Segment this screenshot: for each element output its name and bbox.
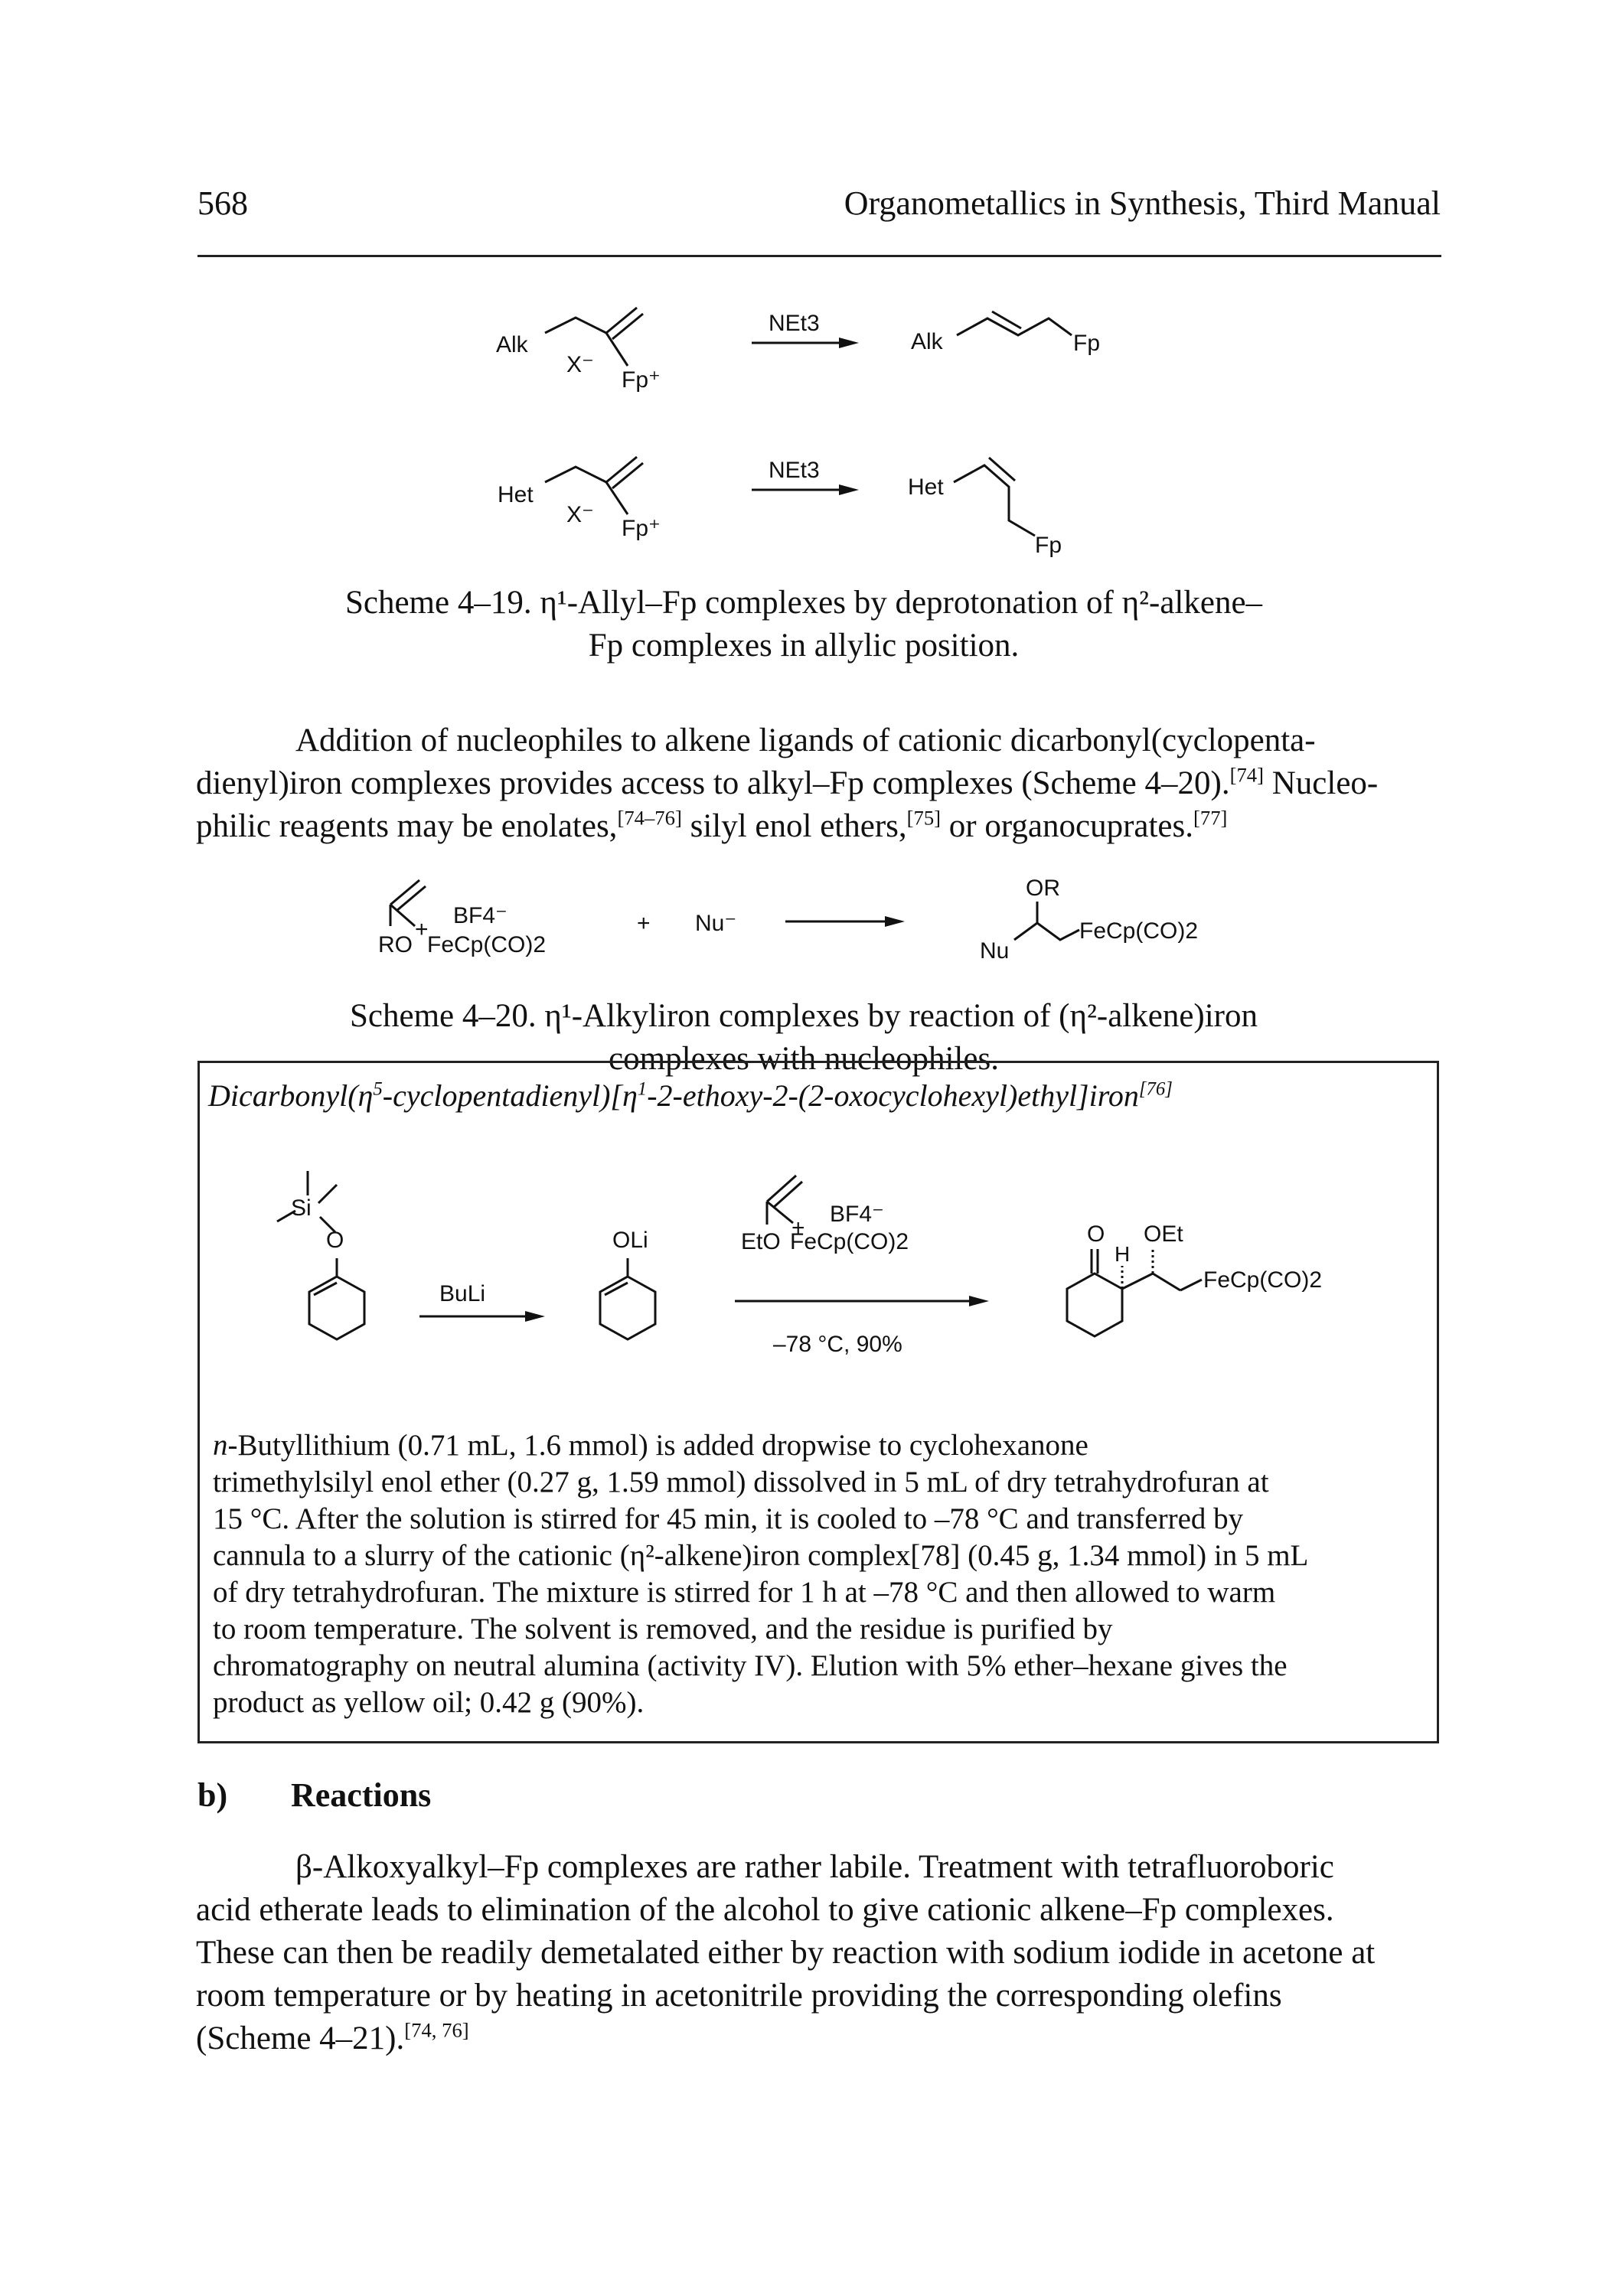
procedure-title-sup1: 1	[637, 1078, 648, 1100]
para2-line4: room temperature or by heating in aceton…	[196, 1978, 1282, 2014]
proc-plus-charge: +	[791, 1215, 805, 1241]
s19-net3-2: NEt3	[769, 458, 820, 483]
s20-plus-charge: +	[415, 917, 429, 942]
procedure-line-3: 15 °C. After the solution is stirred for…	[213, 1502, 1244, 1535]
para1-line2a: dienyl)iron complexes provides access to…	[196, 765, 1230, 801]
para1-ref74: [74]	[1229, 763, 1264, 787]
scheme-4-20-caption-line1: Scheme 4–20. η¹-Alkyliron complexes by r…	[349, 998, 1258, 1034]
running-title: Organometallics in Synthesis, Third Manu…	[844, 184, 1441, 222]
para2-line5: (Scheme 4–21).[74, 76]	[196, 2017, 1444, 2060]
s20-ro: RO	[378, 932, 413, 957]
procedure-line-1: n-Butyllithium (0.71 mL, 1.6 mmol) is ad…	[213, 1429, 1088, 1462]
para1-line3: philic reagents may be enolates,[74–76] …	[196, 805, 1444, 848]
procedure-scheme: Si O BuLi OLi EtO + BF4⁻ FeCp(CO)2 –78 °…	[276, 1171, 1322, 1357]
para1-ref75: [75]	[906, 806, 942, 830]
scheme-4-19-caption-line2: Fp complexes in allylic position.	[588, 628, 1020, 664]
s19-net3-1: NEt3	[769, 311, 820, 336]
procedure-title-sup5: 5	[373, 1078, 383, 1100]
procedure-box	[197, 1061, 1439, 1743]
proc-fecp: FeCp(CO)2	[790, 1229, 909, 1254]
para1-line3a: philic reagents may be enolates,	[196, 808, 618, 844]
s19-x1: X⁻	[566, 352, 594, 377]
procedure-line-5: of dry tetrahydrofuran. The mixture is s…	[213, 1576, 1276, 1609]
procedure-title: Dicarbonyl(η5-cyclopentadienyl)[η1-2-eth…	[208, 1078, 1173, 1114]
scheme-4-20: RO + BF4⁻ FeCp(CO)2 + Nu⁻ OR Nu FeCp(CO)…	[378, 876, 1198, 964]
s19-fp-product1: Fp	[1073, 331, 1100, 356]
paragraph-reactions: β-Alkoxyalkyl–Fp complexes are rather la…	[196, 1846, 1444, 2060]
procedure-line-8: product as yellow oil; 0.42 g (90%).	[213, 1686, 645, 1719]
s19-alk-product: Alk	[911, 329, 944, 354]
para1-line3b: silyl enol ethers,	[681, 808, 907, 844]
s19-fp2: Fp⁺	[622, 516, 661, 541]
paragraph-nucleophiles: Addition of nucleophiles to alkene ligan…	[196, 719, 1444, 848]
procedure-line-4: cannula to a slurry of the cationic (η²-…	[213, 1539, 1309, 1572]
para2-line3: These can then be readily demetalated ei…	[196, 1935, 1376, 1971]
procedure-line-6: to room temperature. The solvent is remo…	[213, 1613, 1113, 1645]
proc-eto: EtO	[741, 1229, 781, 1254]
s20-plus: +	[637, 911, 651, 936]
proc-product-oet: OEt	[1144, 1221, 1183, 1247]
procedure-title-post: -2-ethoxy-2-(2-oxocyclohexyl)ethyl]iron	[647, 1078, 1139, 1113]
procedure-title-ref76: [76]	[1138, 1078, 1173, 1100]
para1-line2b: Nucleo-	[1264, 765, 1379, 801]
scheme-4-20-caption-line2: complexes with nucleophiles.	[609, 1041, 999, 1077]
para2-line5-text: (Scheme 4–21).	[196, 2020, 405, 2056]
para1-line2: dienyl)iron complexes provides access to…	[196, 762, 1444, 805]
s19-x2: X⁻	[566, 502, 594, 527]
para2-line1: β-Alkoxyalkyl–Fp complexes are rather la…	[295, 1849, 1334, 1885]
s19-het-product: Het	[908, 475, 944, 500]
s19-het: Het	[498, 482, 534, 507]
s20-bf4: BF4⁻	[453, 903, 508, 928]
s20-nu-product: Nu	[980, 938, 1009, 964]
para2-line2: acid etherate leads to elimination of th…	[196, 1892, 1334, 1928]
procedure-title-pre: Dicarbonyl(η	[208, 1078, 374, 1113]
scheme-4-19-caption-line1: Scheme 4–19. η¹-Allyl–Fp complexes by de…	[344, 585, 1263, 621]
scheme-4-20-caption: Scheme 4–20. η¹-Alkyliron complexes by r…	[230, 995, 1378, 1081]
s19-alk: Alk	[496, 332, 529, 357]
para2-ref74-76: [74, 76]	[404, 2018, 469, 2042]
s20-nu: Nu⁻	[695, 911, 736, 936]
s19-fp-product2: Fp	[1035, 533, 1062, 558]
procedure-text: n-Butyllithium (0.71 mL, 1.6 mmol) is ad…	[213, 1427, 1416, 1721]
proc-product-fecp: FeCp(CO)2	[1203, 1267, 1322, 1293]
scheme-4-19: Alk X⁻ Fp⁺ NEt3 Alk Fp Het X⁻ Fp⁺ NEt3 H…	[496, 306, 1100, 558]
section-heading: Reactions	[291, 1776, 432, 1814]
section-label: b)	[197, 1776, 228, 1814]
proc-buli: BuLi	[439, 1281, 485, 1306]
proc-bf4: BF4⁻	[830, 1202, 884, 1227]
para1-line3c: or organocuprates.	[941, 808, 1194, 844]
proc-si: Si	[291, 1195, 312, 1221]
procedure-line-1-rest: -Butyllithium (0.71 mL, 1.6 mmol) is add…	[227, 1429, 1088, 1462]
proc-product-o: O	[1087, 1221, 1105, 1247]
s20-fecp: FeCp(CO)2	[427, 932, 546, 957]
proc-o: O	[326, 1228, 344, 1253]
page-number: 568	[197, 184, 248, 222]
procedure-line-7: chromatography on neutral alumina (activ…	[213, 1649, 1288, 1682]
proc-conditions: –78 °C, 90%	[773, 1332, 902, 1357]
para1-ref77: [77]	[1193, 806, 1228, 830]
s20-fecp-product: FeCp(CO)2	[1079, 918, 1198, 944]
scheme-4-19-caption: Scheme 4–19. η¹-Allyl–Fp complexes by de…	[230, 582, 1378, 667]
header-rule	[197, 255, 1441, 257]
procedure-line-2: trimethylsilyl enol ether (0.27 g, 1.59 …	[213, 1466, 1269, 1499]
para1-line1: Addition of nucleophiles to alkene ligan…	[295, 722, 1316, 758]
procedure-title-mid: -cyclopentadienyl)[η	[382, 1078, 638, 1113]
proc-product-h: H	[1115, 1242, 1130, 1266]
s19-fp1: Fp⁺	[622, 367, 661, 393]
proc-oli: OLi	[612, 1228, 648, 1253]
para1-ref74-76: [74–76]	[617, 806, 682, 830]
s20-or: OR	[1026, 876, 1060, 901]
